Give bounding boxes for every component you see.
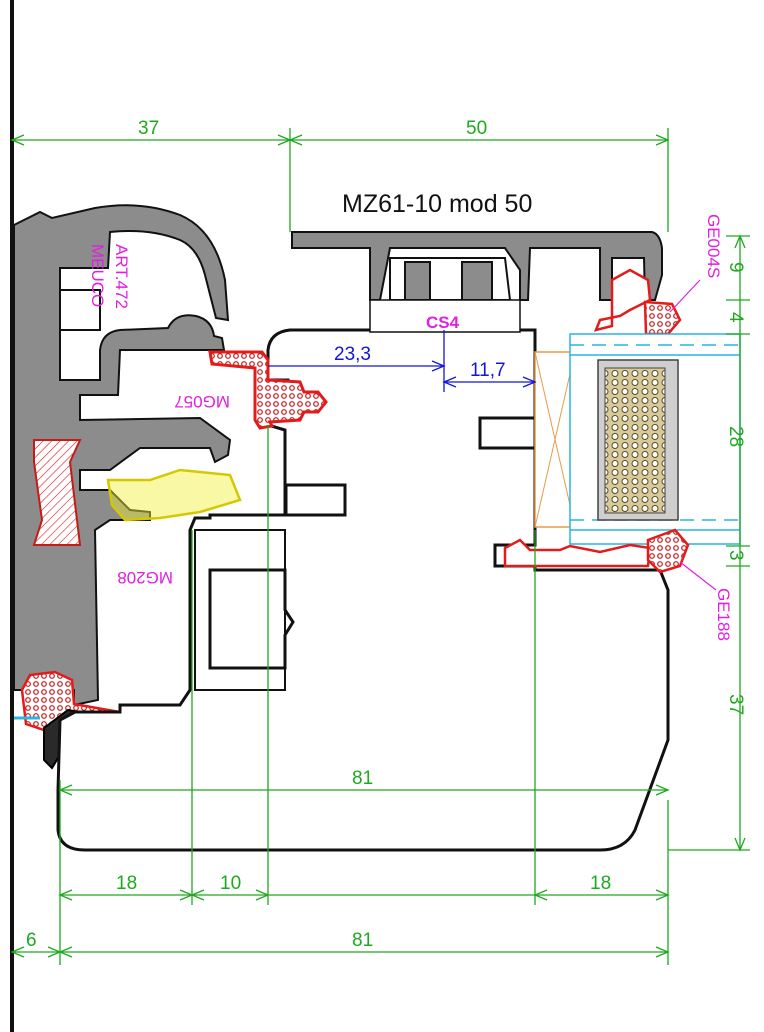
dim-top-left: 37 xyxy=(138,118,159,139)
dim-bead-depth: 11,7 xyxy=(470,360,506,381)
dim-bead-offset: 23,3 xyxy=(334,344,371,365)
drawing-title: MZ61-10 mod 50 xyxy=(342,190,532,218)
dimension-lines xyxy=(10,128,750,965)
dim-width-inner: 81 xyxy=(352,768,373,789)
leader-ge188 xyxy=(679,561,717,591)
frame-profile xyxy=(13,204,232,707)
label-ge188: GE188 xyxy=(714,588,733,641)
thermal-break xyxy=(32,439,82,546)
dim-right-4: 4 xyxy=(725,312,746,323)
dim-right-3: 3 xyxy=(725,550,746,561)
label-mg057: MG057 xyxy=(174,392,230,411)
gasket-mg057 xyxy=(208,350,328,430)
inner-dimension-lines xyxy=(268,330,537,392)
dim-right-37: 37 xyxy=(725,694,746,715)
leader-ge004s xyxy=(669,279,701,313)
dim-right-28: 28 xyxy=(725,426,746,447)
label-art: ART.472 xyxy=(112,244,131,309)
label-ge004s: GE004S xyxy=(704,214,723,278)
dim-width-total: 81 xyxy=(352,930,373,951)
dim-bottom-18-right: 18 xyxy=(590,873,611,894)
label-maker: MEUCO xyxy=(88,244,107,307)
dim-bottom-18-left: 18 xyxy=(116,873,137,894)
bead-clip xyxy=(369,299,521,333)
dim-bottom-10: 10 xyxy=(220,873,241,894)
sash-profile xyxy=(56,328,670,852)
label-mg208: MG208 xyxy=(117,568,173,587)
glazing-bead xyxy=(291,231,663,301)
gasket-ge188 xyxy=(503,528,690,574)
dim-bottom-6: 6 xyxy=(26,930,37,951)
dim-top-right: 50 xyxy=(466,118,487,139)
label-cs4: CS4 xyxy=(426,313,460,332)
dim-right-9: 9 xyxy=(725,262,746,273)
gasket-yellow xyxy=(106,468,242,522)
glass-unit xyxy=(569,333,741,545)
